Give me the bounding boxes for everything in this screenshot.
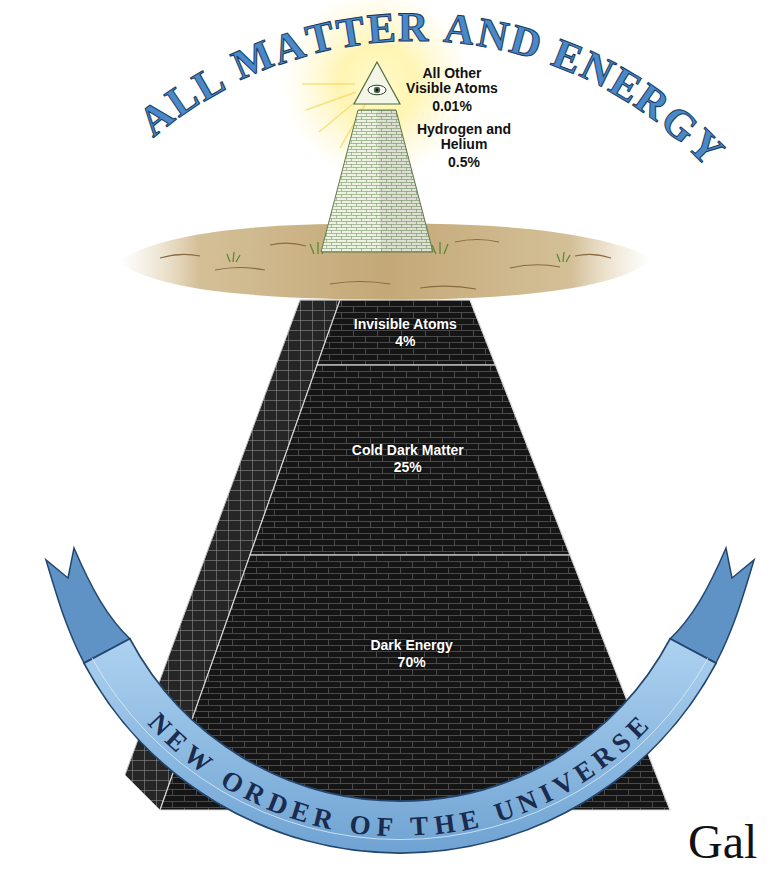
node-shape xyxy=(354,62,400,104)
arc-letter: L xyxy=(186,57,231,107)
layer-percent: 4% xyxy=(354,334,457,349)
arc-letter: E xyxy=(603,60,649,110)
eye-iris xyxy=(374,87,380,93)
pyramid-band: Cold Dark Matter 25% xyxy=(250,365,570,555)
pyramid-tip: Hydrogen and Helium0.5% xyxy=(321,110,433,252)
layer-percent: 0.01% xyxy=(400,99,504,114)
arc-letter xyxy=(536,27,559,70)
arc-letter: L xyxy=(159,74,206,124)
layer-label: Cold Dark Matter 25% xyxy=(352,443,464,476)
ribbon-tail xyxy=(670,548,754,663)
arc-letter: H xyxy=(432,810,456,840)
grass-tuft xyxy=(227,252,240,262)
node-outline xyxy=(354,62,400,104)
arc-letter xyxy=(398,814,405,841)
arc-letter: R xyxy=(628,76,677,128)
node-outline xyxy=(317,300,495,365)
layer-name: Dark Energy xyxy=(370,638,452,653)
arc-letter xyxy=(213,51,241,93)
layer-label: Dark Energy 70% xyxy=(370,638,452,671)
layer-name: Invisible Atoms xyxy=(354,317,457,332)
arc-letter: E xyxy=(547,32,589,81)
arc-letter: A xyxy=(442,7,477,52)
grass-tuft xyxy=(432,242,448,254)
arc-letter: A xyxy=(268,22,310,71)
light-ray xyxy=(302,83,355,85)
grass-tuft xyxy=(557,252,570,262)
ground-stroke xyxy=(215,268,265,271)
eye xyxy=(368,85,386,95)
node-shape xyxy=(317,300,495,365)
arc-letter: O xyxy=(349,810,373,839)
arc-letter: Y xyxy=(680,121,731,172)
node-shape xyxy=(321,110,433,252)
arc-letter: T xyxy=(333,9,367,55)
node-outline xyxy=(321,110,433,252)
arc-letter: E xyxy=(366,6,397,50)
eye-pupil xyxy=(376,89,379,92)
node-outline xyxy=(160,555,670,810)
layer-percent: 25% xyxy=(352,460,464,475)
arc-letter: R xyxy=(398,6,428,48)
arc-letter: N xyxy=(474,11,512,58)
arc-letter xyxy=(336,808,347,836)
arc-letter: F xyxy=(376,813,394,841)
node-shape xyxy=(250,365,570,555)
layer-label: All Other Visible Atoms 0.01% xyxy=(400,66,504,114)
ground-stroke xyxy=(330,282,390,285)
layer-label: Hydrogen and Helium 0.5% xyxy=(412,122,516,170)
layer-name: Cold Dark Matter xyxy=(352,443,464,458)
arc-letter: T xyxy=(410,813,430,841)
layer-name: Hydrogen and Helium xyxy=(412,122,516,153)
ribbon-tail xyxy=(46,548,130,663)
pyramid-band: Dark Energy 70% xyxy=(160,555,670,810)
arc-letter xyxy=(430,6,443,48)
ground-stroke xyxy=(510,265,560,268)
ground-stroke xyxy=(575,254,611,258)
arc-letter: N xyxy=(574,44,620,95)
node-shape xyxy=(160,555,670,810)
layer-name: All Other Visible Atoms xyxy=(400,66,504,97)
ground-stroke xyxy=(270,243,306,246)
layer-percent: 0.5% xyxy=(412,155,516,170)
layer-label: Invisible Atoms 4% xyxy=(354,317,457,350)
ground-stroke xyxy=(160,254,200,258)
arc-letter: N xyxy=(143,708,176,741)
arc-letter: G xyxy=(654,97,706,150)
ground-stroke xyxy=(420,286,476,289)
capstone-eye: All Other Visible Atoms0.01% xyxy=(354,62,400,104)
pyramid-band: Invisible Atoms 4% xyxy=(317,300,495,365)
arc-letter: T xyxy=(302,14,339,61)
arc-letter: M xyxy=(227,33,280,87)
layer-percent: 70% xyxy=(370,655,452,670)
arc-letter: A xyxy=(131,92,181,144)
corner-label: Gal xyxy=(688,816,757,869)
arc-letter: D xyxy=(505,18,545,67)
ground-stroke xyxy=(455,240,499,243)
